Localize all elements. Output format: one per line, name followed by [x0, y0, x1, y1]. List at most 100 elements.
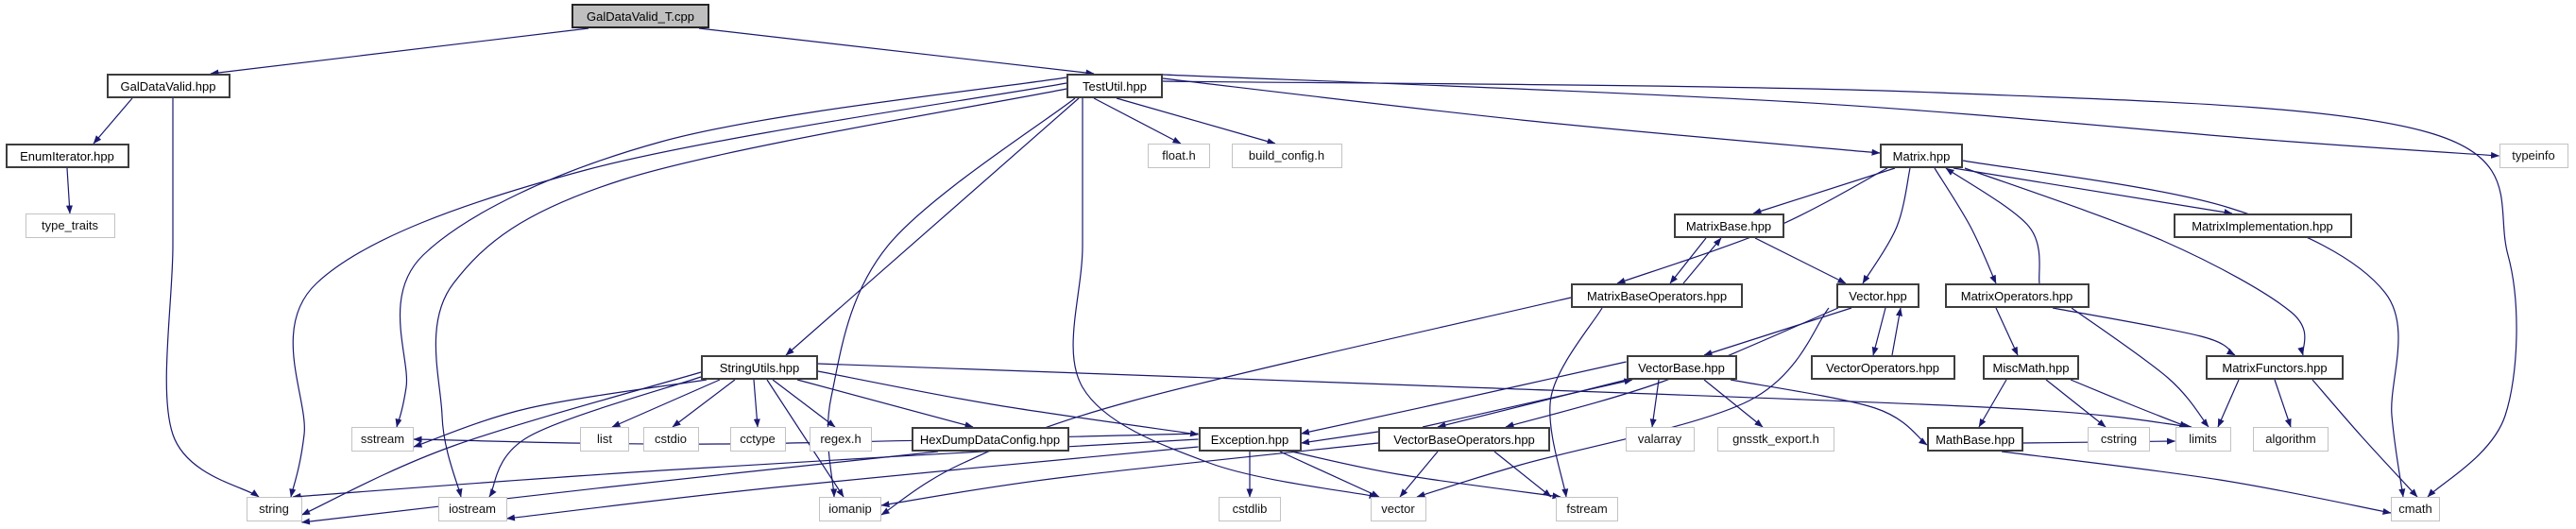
- node-mathbase[interactable]: MathBase.hpp: [1927, 427, 2023, 452]
- node-miscmath[interactable]: MiscMath.hpp: [1983, 355, 2079, 380]
- node-galdatavalid_t: GalDataValid_T.cpp: [571, 4, 709, 28]
- node-fstream[interactable]: fstream: [1556, 497, 1618, 521]
- edge-vbo-vector: [1399, 451, 1439, 498]
- edge-miscmath-limits: [2070, 379, 2189, 428]
- node-matrix[interactable]: Matrix.hpp: [1880, 144, 1963, 168]
- node-enumiterator[interactable]: EnumIterator.hpp: [5, 144, 129, 168]
- edge-vector_hpp-vectorops: [1871, 307, 1886, 356]
- edge-exception-fstream: [1290, 451, 1561, 500]
- edge-matrix-matrixops: [1934, 167, 1997, 284]
- edge-vbo-fstream: [1493, 451, 1552, 498]
- node-vectorbase[interactable]: VectorBase.hpp: [1626, 355, 1737, 380]
- node-exception[interactable]: Exception.hpp: [1198, 427, 1302, 452]
- edge-hexdump-string: [301, 451, 939, 525]
- node-matrixfunctors[interactable]: MatrixFunctors.hpp: [2206, 355, 2344, 380]
- edge-testutil-sstream: [395, 77, 1067, 428]
- node-limits[interactable]: limits: [2175, 427, 2231, 452]
- node-algorithm[interactable]: algorithm: [2253, 427, 2329, 452]
- edge-testutil-matrix: [1162, 77, 1881, 156]
- node-gnsstk[interactable]: gnsstk_export.h: [1717, 427, 1834, 452]
- edge-matrix-vector_hpp: [1862, 167, 1911, 284]
- node-iomanip[interactable]: iomanip: [819, 497, 881, 521]
- edge-mbo-iomanip: [880, 297, 1572, 516]
- node-vectorops[interactable]: VectorOperators.hpp: [1810, 355, 1955, 380]
- edge-enumiterator-type_traits: [65, 167, 73, 214]
- edge-matrix-matrixfunctors: [1964, 167, 2306, 356]
- node-galdatavalid[interactable]: GalDataValid.hpp: [106, 74, 230, 98]
- edge-vectorops-vector_hpp: [1891, 307, 1902, 356]
- edge-vectorbase-vbo: [1437, 379, 1628, 429]
- edge-vectorbase-gnsstk: [1703, 379, 1764, 428]
- edge-matrixfunctors-limits: [2217, 379, 2240, 428]
- edge-mathbase-cmath: [2001, 451, 2392, 515]
- node-vbo[interactable]: VectorBaseOperators.hpp: [1378, 427, 1550, 452]
- edge-testutil-string: [289, 82, 1067, 498]
- node-cstdlib[interactable]: cstdlib: [1219, 497, 1281, 521]
- edge-stringutils-iostream: [488, 376, 702, 498]
- edge-vector_hpp-vectorbase: [1703, 307, 1852, 356]
- node-regex[interactable]: regex.h: [810, 427, 872, 452]
- node-stringutils[interactable]: StringUtils.hpp: [701, 355, 818, 380]
- node-cstring[interactable]: cstring: [2088, 427, 2150, 452]
- edge-miscmath-cstring: [2045, 379, 2107, 428]
- edge-mbo-matrixbase: [1682, 237, 1722, 284]
- edge-vector_hpp-vbo: [1505, 307, 1839, 429]
- node-matrixops[interactable]: MatrixOperators.hpp: [1944, 283, 2090, 308]
- edge-matrix-cmath: [1962, 160, 2406, 498]
- node-cctype[interactable]: cctype: [729, 427, 786, 452]
- edge-testutil-cmath: [1162, 80, 2517, 498]
- node-vector_hpp[interactable]: Vector.hpp: [1836, 283, 1919, 308]
- edge-vbo-iomanip: [880, 442, 1379, 508]
- edge-vectorbase-valarray: [1649, 379, 1660, 428]
- node-cstdio[interactable]: cstdio: [642, 427, 699, 452]
- node-matriximpl[interactable]: MatrixImplementation.hpp: [2173, 213, 2352, 238]
- node-build_config[interactable]: build_config.h: [1231, 144, 1342, 168]
- edge-exception-iostream: [506, 446, 1199, 521]
- edge-galdatavalid_t-testutil: [698, 27, 1095, 77]
- edge-matrixfunctors-cmath: [2312, 379, 2418, 498]
- edge-matrix-matriximpl: [1953, 167, 2233, 216]
- node-list[interactable]: list: [580, 427, 629, 452]
- edge-stringutils-sstream: [413, 379, 708, 448]
- edge-matrixbase-vector_hpp: [1754, 237, 1847, 284]
- edge-vectorbase-mathbase: [1730, 379, 1928, 446]
- edge-matrix-matrixbase: [1752, 167, 1896, 214]
- node-valarray[interactable]: valarray: [1625, 427, 1695, 452]
- edge-stringutils-exception: [817, 370, 1199, 437]
- edge-testutil-float_h: [1093, 97, 1182, 145]
- node-mbo[interactable]: MatrixBaseOperators.hpp: [1571, 283, 1743, 308]
- edge-testutil-vector: [1072, 97, 1378, 499]
- node-sstream[interactable]: sstream: [351, 427, 414, 452]
- edge-matrixfunctors-algorithm: [2274, 379, 2292, 428]
- node-string[interactable]: string: [246, 497, 302, 521]
- edge-vbo-exception: [1301, 431, 1379, 446]
- edge-testutil-stringutils: [785, 97, 1080, 356]
- node-type_traits[interactable]: type_traits: [25, 213, 115, 238]
- edge-matrixops-miscmath: [1995, 307, 2019, 356]
- edge-stringutils-list: [611, 379, 721, 428]
- edge-matrixbase-mbo: [1669, 237, 1707, 284]
- edge-stringutils-hexdump: [796, 379, 974, 429]
- edge-miscmath-mathbase: [1978, 379, 2007, 428]
- edge-galdatavalid_t-galdatavalid: [210, 27, 589, 77]
- node-float_h[interactable]: float.h: [1148, 144, 1210, 168]
- node-cmath[interactable]: cmath: [2391, 497, 2440, 521]
- edge-galdatavalid-string: [165, 98, 260, 498]
- edge-mbo-fstream: [1549, 307, 1603, 498]
- edge-matrixops-limits: [2071, 307, 2209, 428]
- node-hexdump[interactable]: HexDumpDataConfig.hpp: [911, 427, 1069, 452]
- edge-vectorbase-exception: [1301, 361, 1627, 435]
- node-matrixbase[interactable]: MatrixBase.hpp: [1673, 213, 1784, 238]
- node-testutil[interactable]: TestUtil.hpp: [1066, 74, 1163, 98]
- edge-stringutils-regex: [772, 379, 836, 428]
- node-vector[interactable]: vector: [1370, 497, 1426, 521]
- node-iostream[interactable]: iostream: [437, 497, 507, 521]
- node-typeinfo[interactable]: typeinfo: [2499, 144, 2568, 168]
- edge-testutil-iostream: [435, 88, 1067, 498]
- edge-exception-string: [292, 438, 1199, 500]
- edge-stringutils-iomanip: [766, 379, 844, 498]
- edge-stringutils-string: [301, 371, 702, 516]
- edge-exception-vector: [1279, 451, 1380, 498]
